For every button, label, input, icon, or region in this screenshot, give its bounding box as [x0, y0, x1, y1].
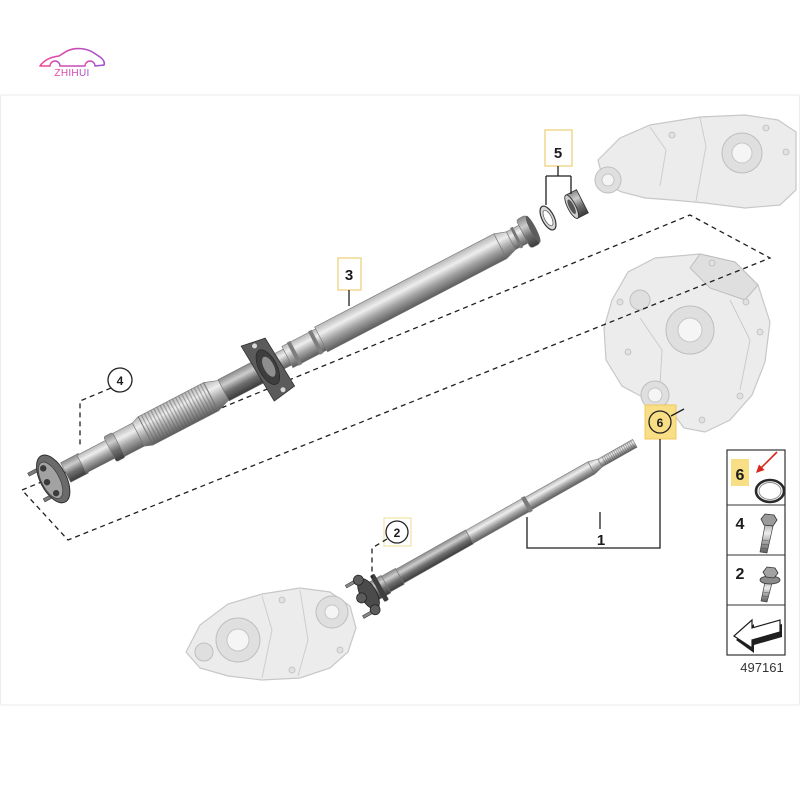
- rear-neck-ring: [510, 226, 524, 249]
- input-flange-bore: [324, 604, 340, 620]
- housing-edge: [261, 589, 309, 679]
- brand-name: ZHIHUI: [54, 68, 89, 79]
- housing-bolt: [698, 416, 706, 424]
- bracket-hole: [280, 387, 286, 393]
- housing-edge: [639, 299, 751, 391]
- washer-inner: [542, 209, 554, 227]
- spline-texture: [601, 440, 636, 465]
- rear-cv-face: [525, 215, 541, 243]
- diagram-number: 497161: [740, 660, 783, 675]
- bolt-hex-head: [760, 513, 778, 527]
- callout-6-label: 6: [657, 416, 664, 430]
- flex-disc-guibo: [27, 454, 71, 504]
- bolt-thread: [760, 539, 770, 550]
- u-joint-flange: [344, 574, 381, 619]
- transfer-case-boss-center: [677, 317, 703, 343]
- bolt-thread: [762, 591, 771, 598]
- car-wheel-rear-icon: [84, 60, 96, 67]
- axle-output: [194, 642, 214, 662]
- housing-bolt: [668, 131, 676, 139]
- bolt-hex-head: [762, 566, 779, 579]
- callout-6-circle: [648, 410, 672, 434]
- callout-2-highlight: [383, 517, 412, 547]
- part-5-washer: [539, 205, 557, 231]
- housing-bolt: [616, 298, 624, 306]
- part-5-bearing: [564, 189, 589, 219]
- o-ring-icon: [754, 478, 786, 504]
- bracket-hole: [252, 343, 258, 349]
- car-wheel-front-icon: [49, 60, 61, 67]
- housing-edge: [649, 117, 707, 202]
- housing-bolt: [288, 666, 296, 674]
- car-outline-icon: [39, 47, 106, 67]
- slip-joint-ring: [308, 329, 324, 355]
- housing-bolt: [736, 392, 744, 400]
- direction-arrow-icon: [733, 618, 782, 653]
- legend-2-number: 2: [736, 566, 745, 583]
- housing-bolt: [742, 298, 750, 306]
- brand-logo: ZHIHUI: [39, 47, 106, 79]
- flange-lobe: [369, 604, 381, 616]
- bearing-race: [262, 356, 276, 377]
- shaft-ring: [520, 495, 533, 513]
- hex-bolt-icon: [759, 513, 778, 554]
- drive-shaft-1: [344, 438, 638, 619]
- shaft-tube: [465, 497, 532, 544]
- main-tube: [314, 233, 508, 353]
- pointer-arrow-shaft: [759, 451, 778, 470]
- flange-bolt-icon: [759, 566, 781, 603]
- center-bearing: [240, 337, 296, 402]
- bearing-bore: [567, 199, 576, 214]
- callout-1-bracket: [526, 439, 661, 549]
- callout-2-circle: [385, 520, 409, 544]
- damper-knurl-texture: [138, 382, 219, 446]
- housing-bolt: [708, 259, 716, 267]
- housing-bolt: [762, 124, 770, 132]
- pointer-arrow-head: [756, 464, 765, 473]
- transfer-case: [603, 253, 771, 433]
- rear-differential: [594, 114, 797, 209]
- legend-6-highlight: [731, 459, 749, 486]
- callout-4-label: 4: [117, 374, 124, 388]
- callout-4-circle: [107, 367, 133, 393]
- shaft-sleeve: [395, 529, 474, 584]
- callout-5-label: 5: [554, 145, 562, 162]
- shaft-tube-rear: [524, 461, 596, 510]
- flange-lobe: [356, 592, 367, 604]
- o-ring-inner-edge: [758, 482, 782, 500]
- housing-bolt: [278, 596, 286, 604]
- housing-bolt: [336, 646, 344, 654]
- assembly-outline-dashed: [20, 214, 772, 541]
- front-differential: [185, 587, 357, 681]
- callout-4-leader: [79, 387, 112, 448]
- differential-boss-center: [226, 628, 250, 652]
- legend-6-number: 6: [736, 467, 745, 484]
- slip-joint-ring: [286, 340, 303, 366]
- arrow-face: [733, 618, 781, 650]
- spider-cross: [370, 574, 389, 602]
- legend-4-number: 4: [736, 516, 745, 533]
- callout-2-label: 2: [394, 526, 401, 540]
- drive-shaft-3: [27, 215, 541, 504]
- front-output-bore: [647, 387, 663, 403]
- housing-bolt: [624, 348, 632, 356]
- callout-1-label: 1: [597, 532, 605, 549]
- differential-cover-center: [731, 142, 753, 164]
- callout-2-leader: [371, 538, 388, 578]
- parts-legend: 6 4 2: [726, 449, 786, 656]
- callout-5-bracket: [545, 166, 572, 205]
- housing-bolt: [756, 328, 764, 336]
- transfer-case-plug: [629, 289, 651, 311]
- flex-disc-bolt: [52, 489, 60, 497]
- callout-6-leader: [670, 408, 685, 417]
- housing-bolt: [782, 148, 790, 156]
- callout-3-label: 3: [345, 267, 353, 284]
- flange-lobe: [353, 574, 364, 586]
- flex-disc-bolt: [40, 465, 47, 472]
- flex-disc-bolt: [43, 478, 51, 486]
- red-pointer-arrow-icon: [756, 451, 778, 473]
- pinion-flange-bore: [601, 173, 615, 187]
